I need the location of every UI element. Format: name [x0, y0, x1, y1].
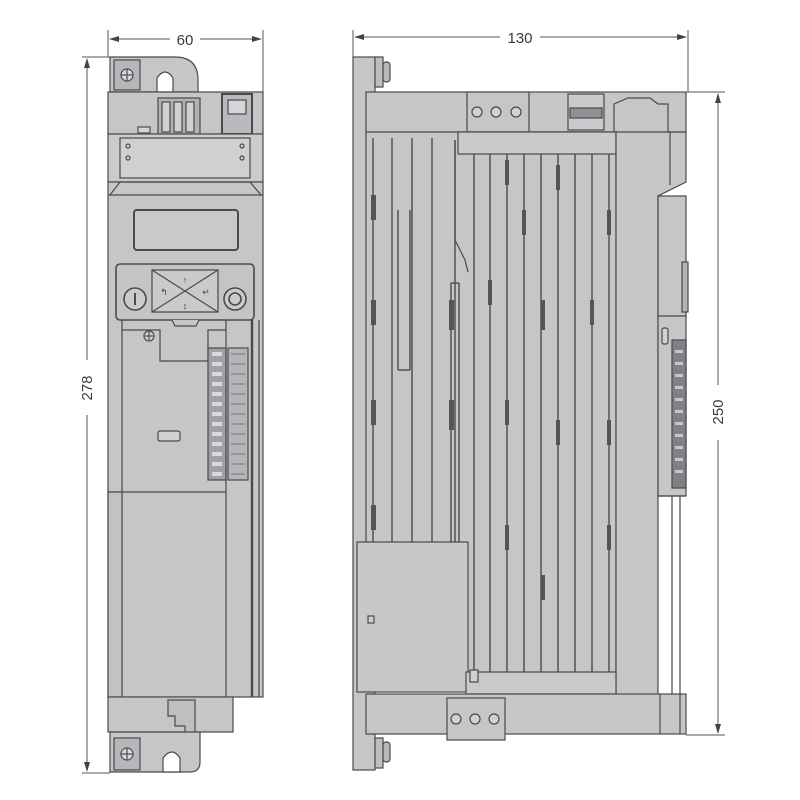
side-depth-label: 130 — [507, 30, 532, 47]
escape-key-icon: ↰ — [160, 287, 168, 297]
cover-latch — [157, 430, 181, 442]
enter-key-icon: ↵ — [202, 287, 210, 297]
display-window — [133, 209, 239, 251]
heatsink-top-bar — [457, 131, 617, 155]
nameplate — [119, 137, 251, 179]
top-slot — [156, 71, 174, 93]
bottom-screw-head — [382, 741, 391, 763]
side-height-label: 250 — [710, 399, 727, 424]
front-view: ↑ ↕ ↰ ↵ — [107, 56, 264, 773]
front-height-label: 278 — [79, 375, 96, 400]
side-bottom-cover — [356, 541, 469, 693]
side-keypad-profile — [657, 195, 687, 317]
side-depth-dimension — [352, 30, 689, 92]
front-width-label: 60 — [177, 32, 194, 49]
front-height-dimension — [82, 56, 110, 774]
side-height-dimension — [600, 91, 725, 736]
down-key-icon: ↕ — [183, 301, 188, 311]
top-screw-head — [382, 61, 391, 83]
side-view — [352, 56, 689, 771]
up-key-icon: ↑ — [183, 275, 188, 285]
stop-button — [223, 287, 247, 311]
bottom-slot — [162, 751, 181, 773]
front-width-dimension — [107, 30, 264, 92]
terminal-cover — [122, 329, 226, 362]
